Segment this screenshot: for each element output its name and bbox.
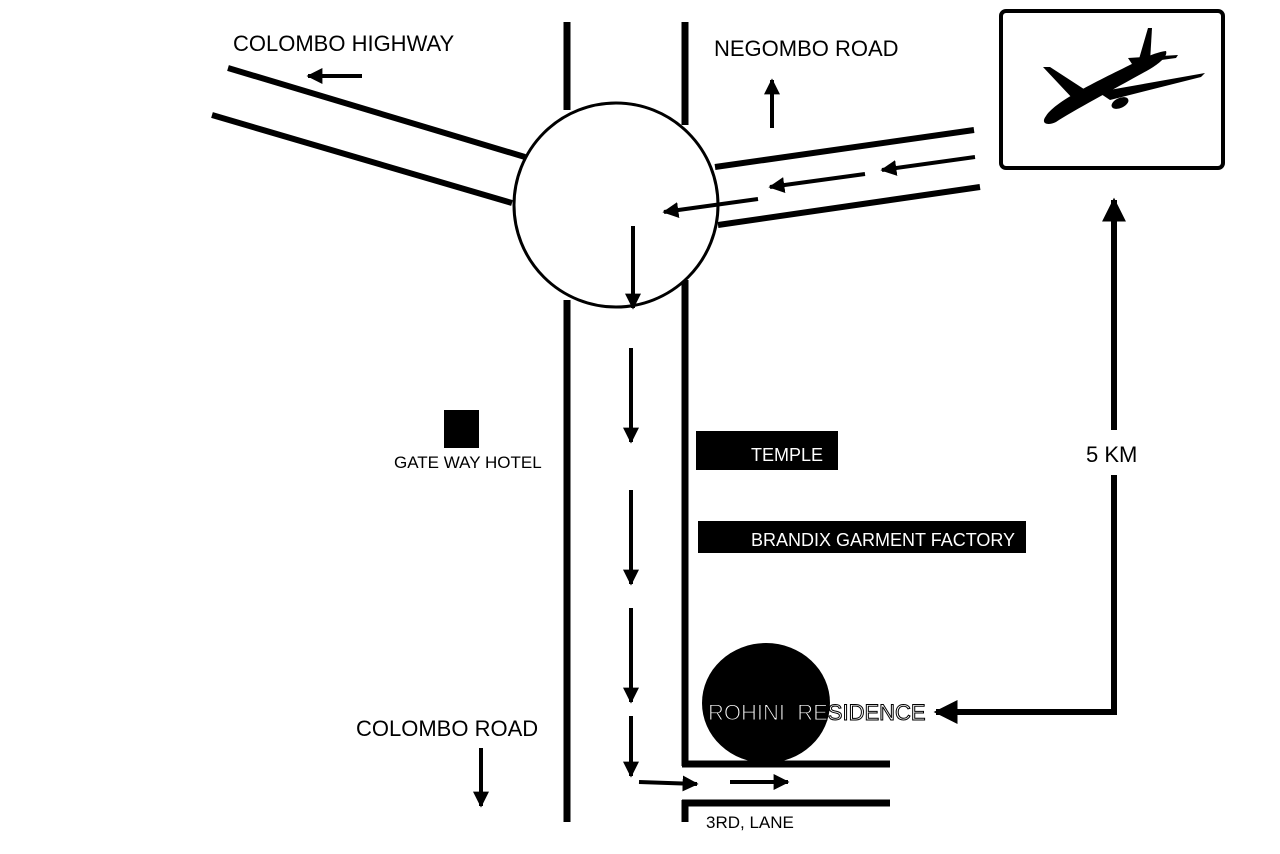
temple-bar [696, 431, 838, 470]
third-lane-road [681, 760, 890, 822]
distance-route [933, 197, 1126, 724]
brandix-label: BRANDIX GARMENT FACTORY [751, 530, 1015, 550]
main-road-vertical [563, 22, 689, 822]
route-arrows-lane [638, 774, 790, 792]
airplane-icon [1043, 28, 1205, 124]
colombo-highway-label: COLOMBO HIGHWAY [233, 31, 455, 56]
gateway-hotel-label: GATE WAY HOTEL [394, 453, 542, 472]
colombo-road-label: COLOMBO ROAD [356, 716, 538, 741]
temple-label: TEMPLE [751, 445, 823, 465]
airport-road [714, 127, 981, 228]
brandix-bar [698, 521, 1026, 553]
route-arrows-down [623, 226, 641, 778]
negombo-road-label: NEGOMBO ROAD [714, 36, 899, 61]
rohini-residence-marker-icon [702, 643, 830, 763]
third-lane-label: 3RD, LANE [706, 813, 794, 832]
roundabout-circle-icon [512, 101, 720, 309]
airport-box [999, 9, 1225, 170]
distance-label: 5 KM [1086, 442, 1137, 467]
rohini-residence-label: ROHINI RESIDENCE [708, 700, 926, 725]
route-arrows-airport [662, 155, 976, 218]
colombo-highway-road [211, 65, 526, 206]
gateway-hotel-square-icon [444, 410, 479, 448]
